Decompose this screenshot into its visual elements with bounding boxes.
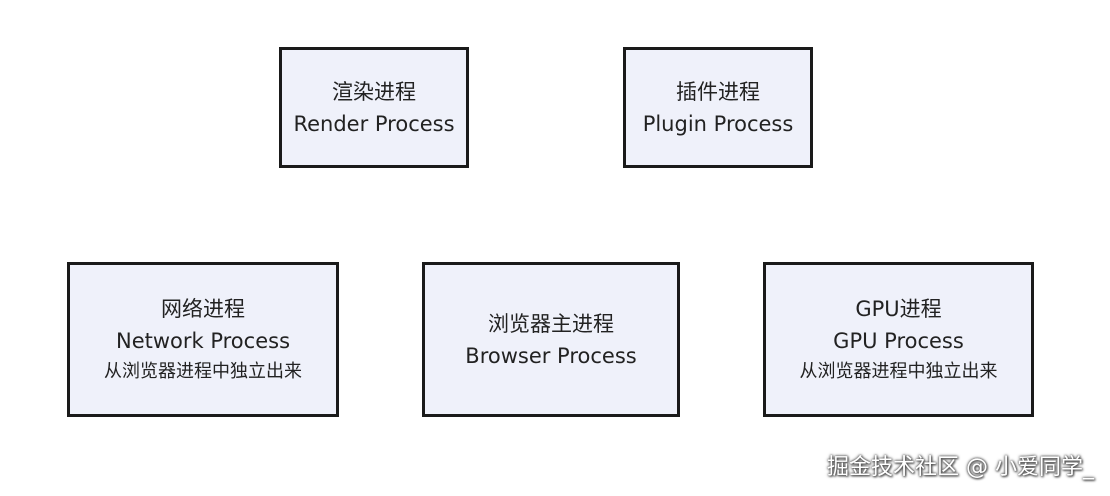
browser-process-box: 浏览器主进程 Browser Process	[422, 262, 680, 417]
render-process-label-en: Render Process	[293, 111, 455, 136]
gpu-process-label-en: GPU Process	[833, 328, 964, 353]
network-process-label-zh: 网络进程	[161, 296, 245, 321]
plugin-process-label-zh: 插件进程	[676, 79, 760, 104]
network-process-box: 网络进程 Network Process 从浏览器进程中独立出来	[67, 262, 339, 417]
plugin-process-label-en: Plugin Process	[642, 111, 794, 136]
gpu-process-note: 从浏览器进程中独立出来	[799, 360, 998, 382]
browser-process-label-en: Browser Process	[465, 343, 637, 368]
watermark: 掘金技术社区 @ 小爱同学_	[827, 455, 1094, 480]
network-process-label-en: Network Process	[115, 328, 291, 353]
plugin-process-box: 插件进程 Plugin Process	[623, 47, 813, 168]
gpu-process-label-zh: GPU进程	[855, 296, 942, 321]
gpu-process-box: GPU进程 GPU Process 从浏览器进程中独立出来	[763, 262, 1034, 417]
render-process-label-zh: 渲染进程	[332, 79, 416, 104]
render-process-box: 渲染进程 Render Process	[279, 47, 469, 168]
network-process-note: 从浏览器进程中独立出来	[104, 360, 302, 382]
browser-process-label-zh: 浏览器主进程	[488, 311, 614, 336]
